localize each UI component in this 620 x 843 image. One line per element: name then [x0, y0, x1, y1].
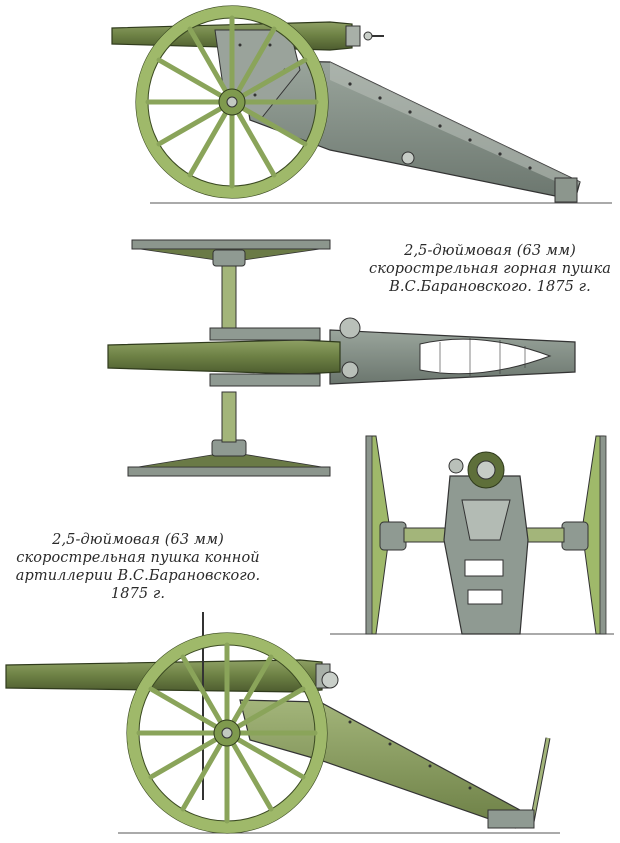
caption-line: В.С.Барановского. 1875 г. [389, 279, 591, 295]
mountain-gun-side-view [111, 5, 612, 204]
caption-line: 2,5-дюймовая (63 мм) [404, 243, 576, 259]
mountain-gun-top-view [107, 239, 576, 477]
caption-line: 1875 г. [110, 586, 166, 602]
caption-line: скорострельная горная пушка [368, 261, 612, 277]
mountain-gun-caption: 2,5-дюймовая (63 мм) скорострельная горн… [360, 242, 620, 296]
caption-line: 2,5-дюймовая (63 мм) [52, 532, 224, 548]
mountain-gun-wheel [135, 5, 329, 199]
caption-line: скорострельная пушка конной [16, 550, 260, 566]
caption-line: артиллерии В.С.Барановского. [15, 568, 261, 584]
gun-rear-view [330, 435, 614, 635]
horse-artillery-gun-side-view [5, 612, 560, 834]
horse-artillery-wheel [126, 632, 328, 834]
horse-artillery-caption: 2,5-дюймовая (63 мм) скорострельная пушк… [12, 531, 264, 603]
